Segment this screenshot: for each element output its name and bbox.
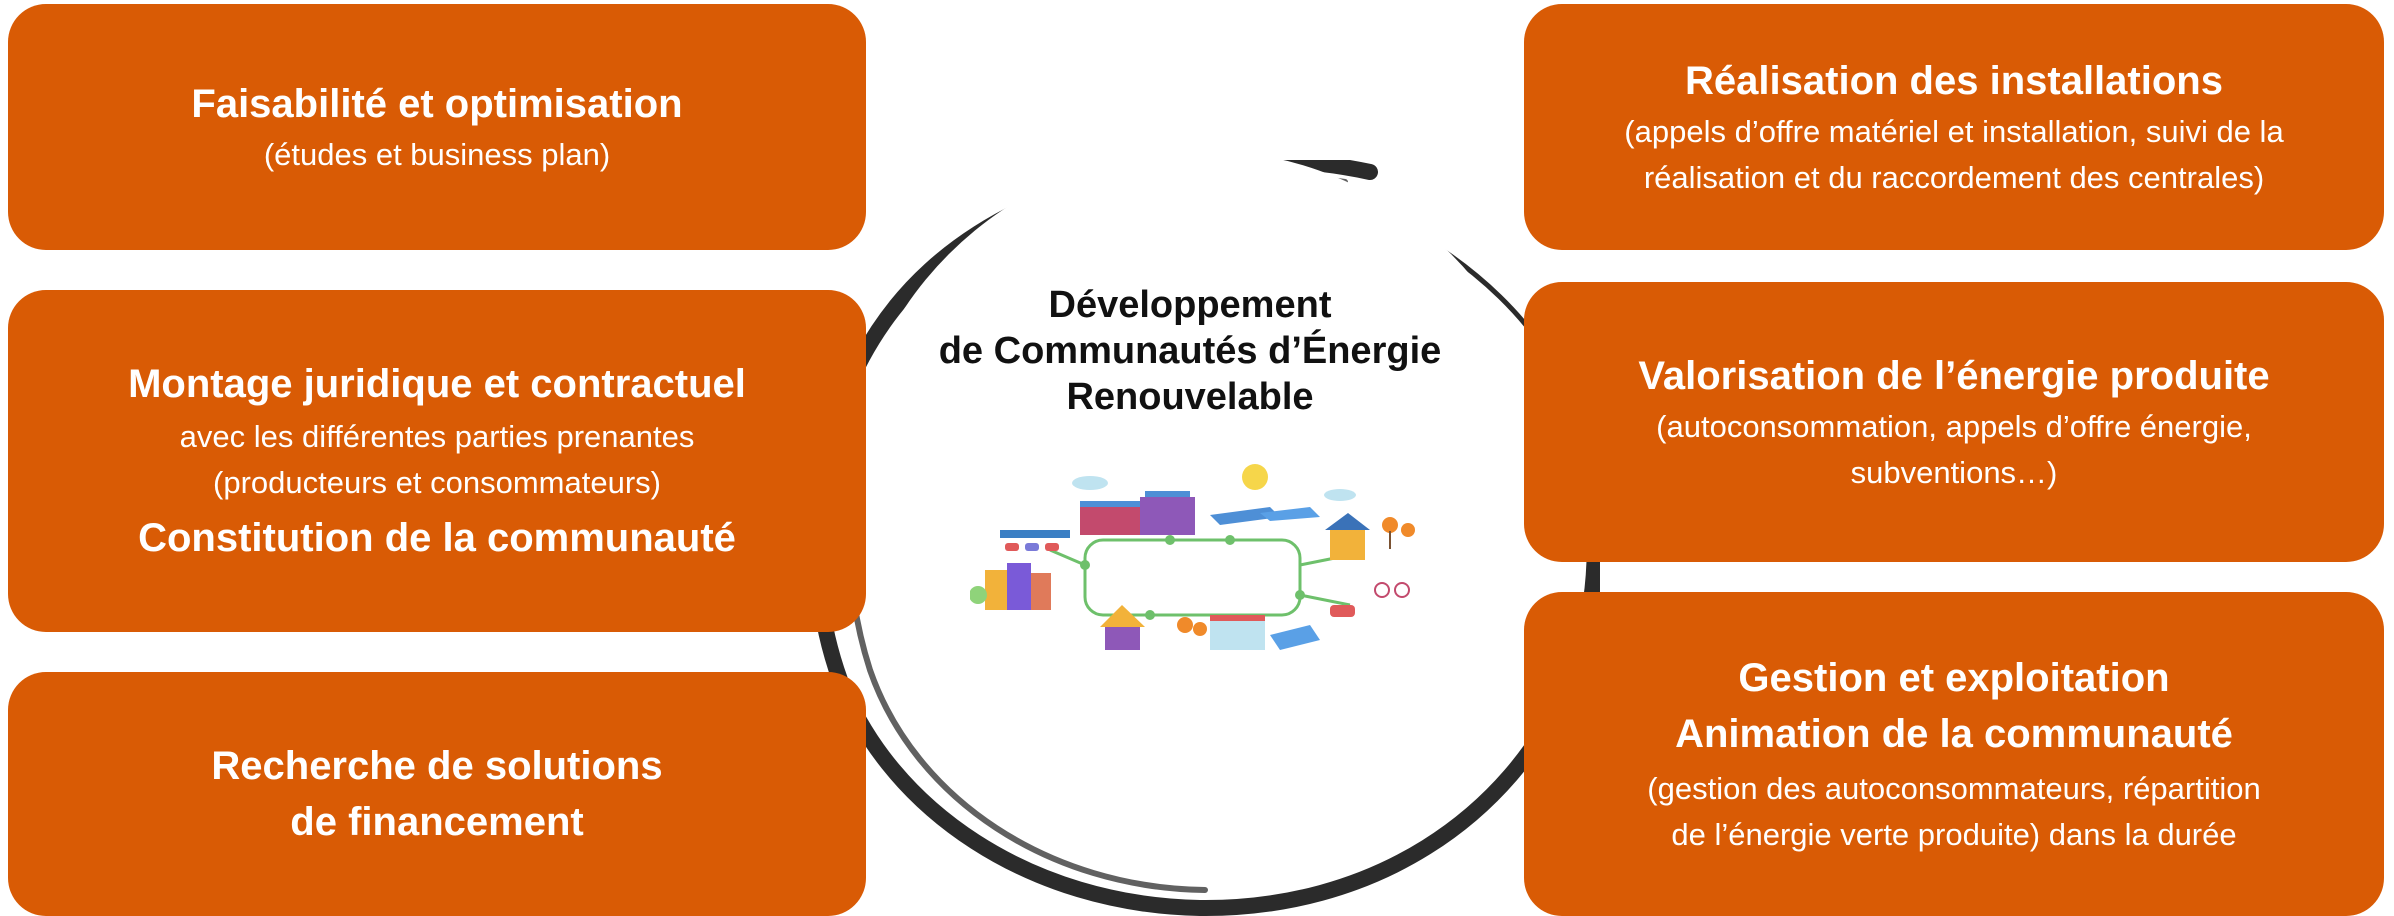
renewable-energy-community-illustration — [970, 464, 1415, 650]
center-disc — [845, 150, 1555, 860]
legal-setup-title: Montage juridique et contractuel — [128, 362, 746, 406]
feasibility-title: Faisabilité et optimisation — [191, 82, 683, 126]
installation-box: Réalisation des installations (appels d’… — [1524, 4, 2384, 250]
financing-box: Recherche de solutions de financement — [8, 672, 866, 916]
installation-title: Réalisation des installations — [1685, 59, 2223, 103]
management-box: Gestion et exploitation Animation de la … — [1524, 592, 2384, 916]
financing-title-line-1: Recherche de solutions — [211, 744, 663, 788]
legal-setup-desc-line-1: avec les différentes parties prenantes — [179, 419, 695, 454]
management-desc-line-2: de l’énergie verte produite) dans la dur… — [1671, 817, 2237, 852]
installation-desc-line-2: réalisation et du raccordement des centr… — [1643, 160, 2265, 195]
feasibility-box: Faisabilité et optimisation (études et b… — [8, 4, 866, 250]
valorisation-title: Valorisation de l’énergie produite — [1638, 354, 2270, 398]
center-title-line-1: Développement — [1048, 284, 1332, 326]
financing-title-line-2: de financement — [290, 800, 584, 844]
feasibility-desc: (études et business plan) — [263, 137, 611, 172]
center-title: Développement de Communautés d’Énergie R… — [880, 282, 1500, 420]
center-title-line-3: Renouvelable — [1066, 376, 1314, 418]
legal-setup-desc-line-2: (producteurs et consommateurs) — [213, 465, 661, 500]
center-title-line-2: de Communautés d’Énergie — [938, 330, 1442, 372]
community-constitution-title: Constitution de la communauté — [138, 516, 736, 560]
management-title-2: Animation de la communauté — [1675, 712, 2233, 756]
valorisation-desc-line-1: (autoconsommation, appels d’offre énergi… — [1656, 409, 2252, 444]
valorisation-desc-line-2: subventions…) — [1850, 455, 2058, 490]
legal-setup-box: Montage juridique et contractuel avec le… — [8, 290, 866, 632]
management-desc-line-1: (gestion des autoconsommateurs, répartit… — [1647, 771, 2261, 806]
installation-desc-line-1: (appels d’offre matériel et installation… — [1624, 114, 2284, 149]
valorisation-box: Valorisation de l’énergie produite (auto… — [1524, 282, 2384, 562]
management-title-1: Gestion et exploitation — [1738, 656, 2170, 700]
